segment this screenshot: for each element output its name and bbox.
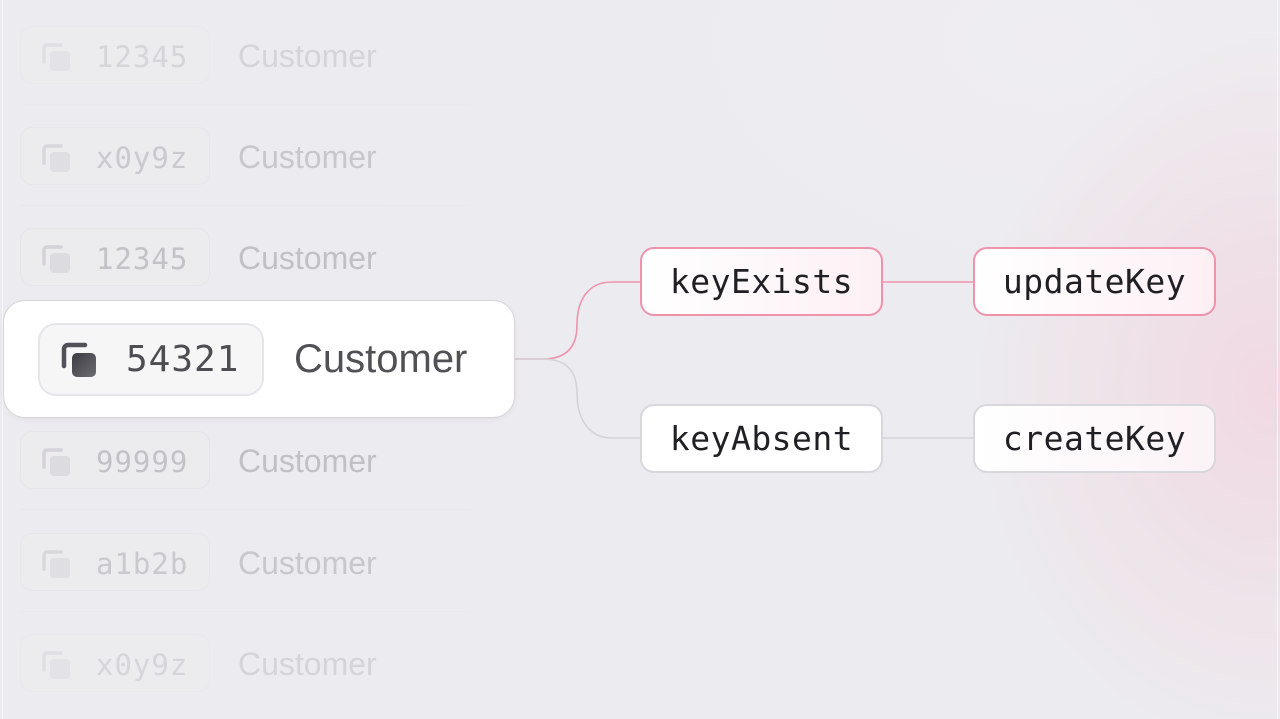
panel-left-border [2,0,3,719]
copy-icon [41,447,73,483]
row-divider [20,104,470,105]
copy-icon [41,650,73,686]
record-type-label: Customer [238,646,377,682]
copy-icon [41,143,73,179]
list-item[interactable]: 12345 Customer [20,26,470,105]
condition-node-key-exists[interactable]: keyExists [640,247,883,316]
action-node-update-key[interactable]: updateKey [973,247,1216,316]
row-divider [20,611,470,612]
row-divider [20,205,470,206]
record-id: 12345 [96,242,189,276]
record-id: x0y9z [96,648,189,682]
record-id-chip[interactable]: 54321 [38,323,264,396]
connector-to-keyExists [515,281,641,360]
list-item[interactable]: 12345 Customer [20,228,470,286]
record-type-label: Customer [238,139,377,175]
record-id: a1b2b [96,547,189,581]
list-item[interactable]: 99999 Customer [20,431,470,510]
record-type-label: Customer [238,443,377,479]
panel-right-border [1277,0,1278,719]
record-type-label: Customer [238,545,377,581]
record-type-label: Customer [238,38,377,74]
record-id-chip[interactable]: 99999 [20,431,210,489]
copy-icon[interactable] [60,341,100,385]
copy-icon [41,549,73,585]
copy-icon [41,42,73,78]
row-divider [20,509,470,510]
connector-to-keyAbsent [515,358,641,439]
action-node-create-key[interactable]: createKey [973,404,1216,473]
list-item[interactable]: a1b2b Customer [20,533,470,612]
record-id: x0y9z [96,141,189,175]
record-id: 54321 [126,339,240,380]
record-type-label: Customer [238,240,377,276]
condition-node-key-absent[interactable]: keyAbsent [640,404,883,473]
record-id-chip[interactable]: 12345 [20,26,210,84]
list-item[interactable]: x0y9z Customer [20,634,470,692]
record-type-label: Customer [294,337,468,381]
list-item[interactable]: x0y9z Customer [20,127,470,206]
record-id: 99999 [96,445,189,479]
copy-icon [41,244,73,280]
record-id-chip[interactable]: x0y9z [20,127,210,185]
record-id-chip[interactable]: a1b2b [20,533,210,591]
record-id: 12345 [96,40,189,74]
record-id-chip[interactable]: x0y9z [20,634,210,692]
selected-record-card[interactable]: 54321 Customer [3,300,515,418]
record-id-chip[interactable]: 12345 [20,228,210,286]
